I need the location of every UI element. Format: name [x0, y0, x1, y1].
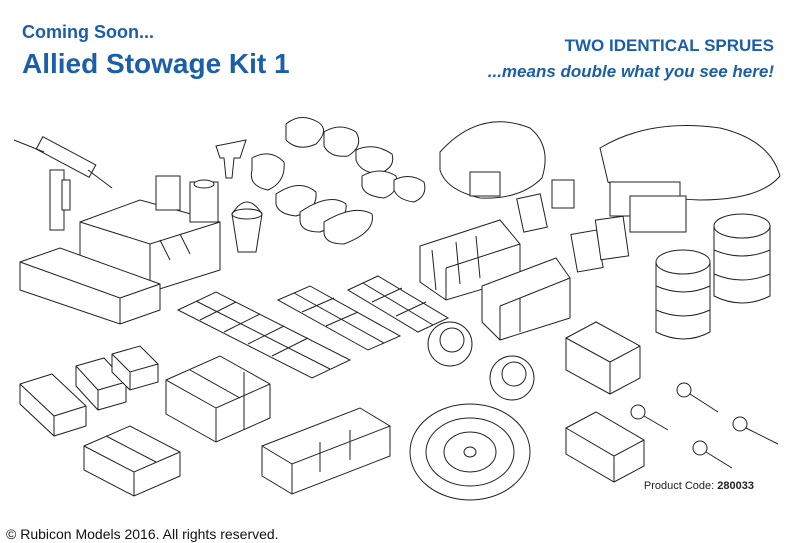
road-wheels [428, 322, 534, 400]
funnel [216, 140, 246, 178]
tarpaulin-cargo [440, 122, 780, 232]
product-code-label: Product Code: [643, 480, 715, 492]
crates [84, 322, 644, 496]
long-box [20, 248, 160, 324]
machine-gun [14, 137, 112, 230]
page-title: Allied Stowage Kit 1 [22, 48, 290, 79]
sacks [251, 117, 425, 202]
towing-eyes [631, 383, 778, 468]
product-code: Product Code: 280033 [644, 480, 754, 492]
square-cans [156, 176, 218, 222]
bedrolls [276, 185, 372, 244]
double-tagline: ...means double what you see here! [487, 62, 774, 81]
sprues-tagline: TWO IDENTICAL SPRUES [564, 36, 774, 55]
track-links [178, 276, 448, 378]
bucket [232, 202, 262, 252]
oil-drums [656, 214, 770, 339]
parts-illustration [0, 0, 800, 520]
spare-tyre [410, 404, 530, 500]
jerrycans [420, 180, 629, 340]
coming-soon-label: Coming Soon... [22, 22, 154, 42]
ammo-boxes [20, 346, 158, 436]
copyright-footer: © Rubicon Models 2016. All rights reserv… [6, 526, 279, 542]
product-code-value: 280033 [717, 480, 754, 492]
